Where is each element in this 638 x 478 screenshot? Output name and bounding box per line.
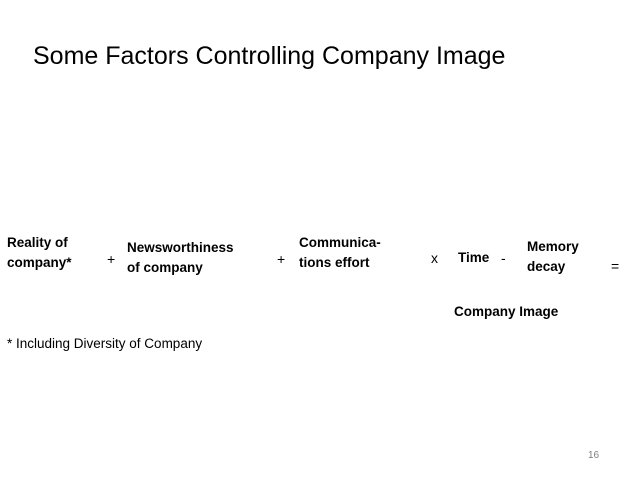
term-memory-line1: Memory bbox=[527, 239, 579, 254]
term-newsworthiness-line1: Newsworthiness bbox=[127, 240, 234, 255]
term-reality-line1: Reality of bbox=[7, 235, 68, 250]
term-reality-of-company: Reality of company* bbox=[7, 233, 72, 273]
term-time: Time bbox=[458, 248, 489, 268]
slide-title: Some Factors Controlling Company Image bbox=[33, 42, 506, 70]
equals-operator: = bbox=[611, 258, 620, 274]
minus-operator: - bbox=[501, 250, 506, 266]
term-time-label: Time bbox=[458, 250, 490, 265]
footnote: * Including Diversity of Company bbox=[7, 336, 203, 351]
term-memory-line2: decay bbox=[527, 259, 566, 274]
result-company-image: Company Image bbox=[454, 304, 559, 319]
term-reality-line2: company* bbox=[7, 255, 72, 270]
plus-operator-1: + bbox=[107, 251, 116, 267]
page-number: 16 bbox=[588, 450, 600, 461]
term-communications-line2: tions effort bbox=[299, 255, 370, 270]
term-communications-effort: Communica- tions effort bbox=[299, 233, 381, 273]
term-memory-decay: Memory decay bbox=[527, 237, 579, 277]
term-newsworthiness-line2: of company bbox=[127, 260, 203, 275]
plus-operator-2: + bbox=[277, 251, 286, 267]
times-operator: x bbox=[431, 250, 438, 266]
term-communications-line1: Communica- bbox=[299, 235, 381, 250]
term-newsworthiness: Newsworthiness of company bbox=[127, 238, 234, 278]
